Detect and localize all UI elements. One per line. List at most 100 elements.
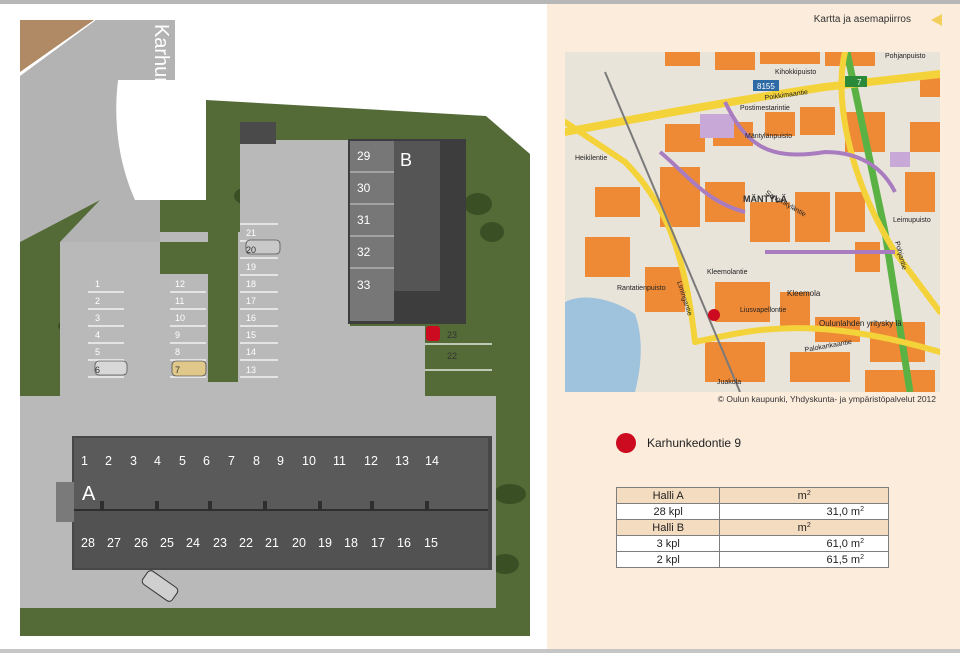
door-label: 20 (292, 536, 306, 550)
road-badge-label: 7 (857, 78, 862, 87)
building-b-units: 29 30 31 32 33 (357, 149, 371, 292)
location-dot-icon (616, 433, 636, 453)
site-plan: Karhunkedontie B A 29 30 31 32 33 1 2 3 … (20, 20, 530, 636)
grass-island (160, 242, 208, 274)
hall-size-table: Halli A m2 28 kpl 31,0 m2 Halli B m2 3 k… (615, 487, 889, 568)
parking-number: 15 (246, 330, 256, 340)
legend-label: Karhunkedontie 9 (647, 436, 742, 450)
parking-col1: 1 2 3 4 5 6 (95, 279, 100, 375)
unit-label: 30 (357, 181, 371, 195)
map-label: MÄNTYLÄ (743, 194, 787, 204)
location-map: Poikkimaantie Postimestarintie Sanginkyl… (565, 52, 940, 392)
public-areas (700, 114, 910, 167)
door-label: 12 (364, 454, 378, 468)
parking-number: 11 (175, 296, 184, 306)
street-name: Karhunkedontie (150, 24, 172, 164)
door-label: 25 (160, 536, 174, 550)
map-label: Liusvapellontie (740, 307, 786, 314)
table-cell: 3 kpl (615, 535, 721, 552)
map-label: Kleemolantie (707, 269, 748, 276)
bottom-bar (0, 649, 960, 653)
door-label: 8 (253, 454, 260, 468)
table-cell: m2 (719, 487, 889, 504)
parking-number: 17 (246, 296, 256, 306)
map-label: Pohjanpuisto (885, 53, 926, 60)
building-a-top-doors: 1 2 3 4 5 6 7 8 9 10 11 12 13 14 (81, 454, 439, 468)
map-label: Kihokkipuisto (775, 69, 816, 76)
unit-label: 29 (357, 149, 371, 163)
door-label: 1 (81, 454, 88, 468)
rail-line (604, 71, 741, 392)
building-a-bottom-doors: 28 27 26 25 24 23 22 21 20 19 18 17 16 1… (81, 536, 438, 550)
parking-lines (88, 223, 492, 378)
door-label: 2 (105, 454, 112, 468)
parking-number: 7 (175, 365, 180, 375)
unit-label: 31 (357, 213, 371, 227)
building-a (56, 436, 492, 570)
door-label: 22 (239, 536, 253, 550)
parking-right: 23 22 (447, 330, 457, 361)
parking-number: 16 (246, 313, 256, 323)
parking-number: 13 (246, 365, 256, 375)
unit-label: 32 (357, 245, 371, 259)
building-blocks (585, 52, 940, 392)
door-label: 27 (107, 536, 121, 550)
table-row: 2 kpl 61,5 m2 (615, 551, 889, 568)
top-bar (0, 0, 960, 4)
streets (658, 101, 897, 254)
table-cell: 28 kpl (615, 503, 721, 520)
map-label: Kleemola (787, 289, 821, 298)
door-label: 21 (265, 536, 279, 550)
door-label: 5 (179, 454, 186, 468)
parking-number: 9 (175, 330, 180, 340)
map-label: Rantatienpuisto (617, 285, 666, 292)
table-cell: 61,5 m2 (719, 551, 889, 568)
door-label: 23 (213, 536, 227, 550)
table-cell: 61,0 m2 (719, 535, 889, 552)
site-plan-panel: Karhunkedontie B A 29 30 31 32 33 1 2 3 … (0, 4, 547, 649)
location-marker[interactable] (708, 309, 720, 321)
door-label: 28 (81, 536, 95, 550)
parking-number: 6 (95, 365, 100, 375)
door-label: 7 (228, 454, 235, 468)
parking-col2: 12 11 10 9 8 7 (175, 279, 185, 375)
table-cell: Halli B (615, 519, 721, 536)
parking-number: 4 (95, 330, 100, 340)
map-label: Postimestarintie (740, 105, 790, 112)
door-label: 14 (425, 454, 439, 468)
parking-number: 2 (95, 296, 100, 306)
map-label: Leimupuisto (893, 217, 931, 224)
map-label: Juakola (717, 379, 741, 386)
table-cell: 31,0 m2 (719, 503, 889, 520)
tan-corner (20, 20, 94, 72)
unit-label: 33 (357, 278, 371, 292)
door-label: 6 (203, 454, 210, 468)
water (565, 297, 641, 392)
map-credit: © Oulun kaupunki, Yhdyskunta- ja ympäris… (717, 394, 936, 404)
shed (240, 122, 276, 144)
parking-number: 20 (246, 245, 256, 255)
building-a-label: A (82, 483, 96, 505)
door-label: 11 (333, 454, 346, 468)
table-row: Halli B m2 (615, 519, 889, 536)
parking-number: 5 (95, 347, 100, 357)
door-label: 10 (302, 454, 316, 468)
parking-number: 21 (246, 228, 256, 238)
parking-col3: 21 20 19 18 17 16 15 14 13 (246, 228, 256, 375)
parking-number: 19 (246, 262, 256, 272)
map-graphic: Poikkimaantie Postimestarintie Sanginkyl… (565, 52, 940, 392)
door-label: 19 (318, 536, 332, 550)
cars (94, 239, 440, 602)
door-label: 24 (186, 536, 200, 550)
door-label: 13 (395, 454, 409, 468)
table-row: Halli A m2 (615, 487, 889, 504)
table-cell: m2 (719, 519, 889, 536)
road-badge (753, 80, 779, 91)
parking-number: 23 (447, 330, 457, 340)
door-label: 26 (134, 536, 148, 550)
table-row: 28 kpl 31,0 m2 (615, 503, 889, 520)
door-label: 3 (130, 454, 137, 468)
back-triangle-icon[interactable] (931, 14, 942, 26)
page-title: Kartta ja asemapiirros (813, 14, 911, 25)
door-label: 17 (371, 536, 385, 550)
